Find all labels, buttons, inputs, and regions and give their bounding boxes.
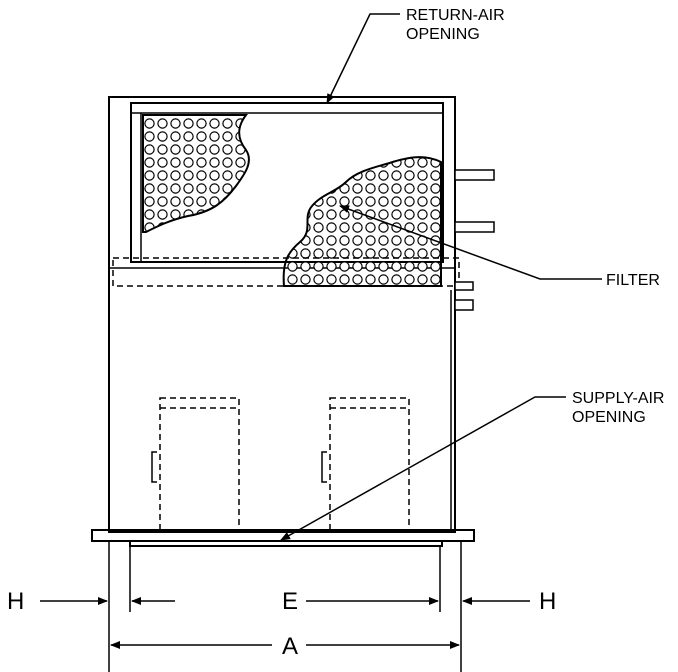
callout-leaders <box>280 13 602 541</box>
extension-lines <box>108 541 462 672</box>
filter-rack <box>112 257 460 287</box>
supply-air-label-line1: SUPPLY-AIR <box>572 390 664 407</box>
return-air-label-line1: RETURN-AIR <box>406 7 505 24</box>
dim-a-label: A <box>282 633 298 660</box>
pipe-stub-lower-2 <box>454 299 474 311</box>
supply-air-label-line2: OPENING <box>572 409 646 426</box>
internal-components <box>159 397 410 531</box>
pipe-stub-middle <box>454 221 495 233</box>
filter-cutaway-left <box>142 114 250 233</box>
return-air-label-line2: OPENING <box>406 26 480 43</box>
handle-left <box>151 451 157 483</box>
dim-h-left-label: H <box>7 588 24 615</box>
cabinet-outline <box>108 96 456 533</box>
dim-h-right-label: H <box>539 588 556 615</box>
blower-right <box>329 397 410 531</box>
filter-label: FILTER <box>606 272 660 289</box>
return-air-frame <box>130 102 444 263</box>
supply-air-leader <box>280 396 566 541</box>
blower-handles <box>151 451 327 483</box>
filter-leader <box>339 205 602 280</box>
handle-right <box>321 451 327 483</box>
return-air-leader <box>326 13 400 104</box>
blower-left <box>159 397 240 531</box>
dimension-lines <box>40 597 530 649</box>
base <box>91 529 475 547</box>
pipe-stub-lower-1 <box>454 281 474 291</box>
filter-cutaway-right <box>282 156 442 287</box>
pipe-stubs <box>454 169 495 311</box>
dim-e-label: E <box>282 588 298 615</box>
pipe-stub-upper <box>454 169 495 181</box>
supply-air-lip <box>129 541 443 547</box>
base-plate <box>91 529 475 542</box>
